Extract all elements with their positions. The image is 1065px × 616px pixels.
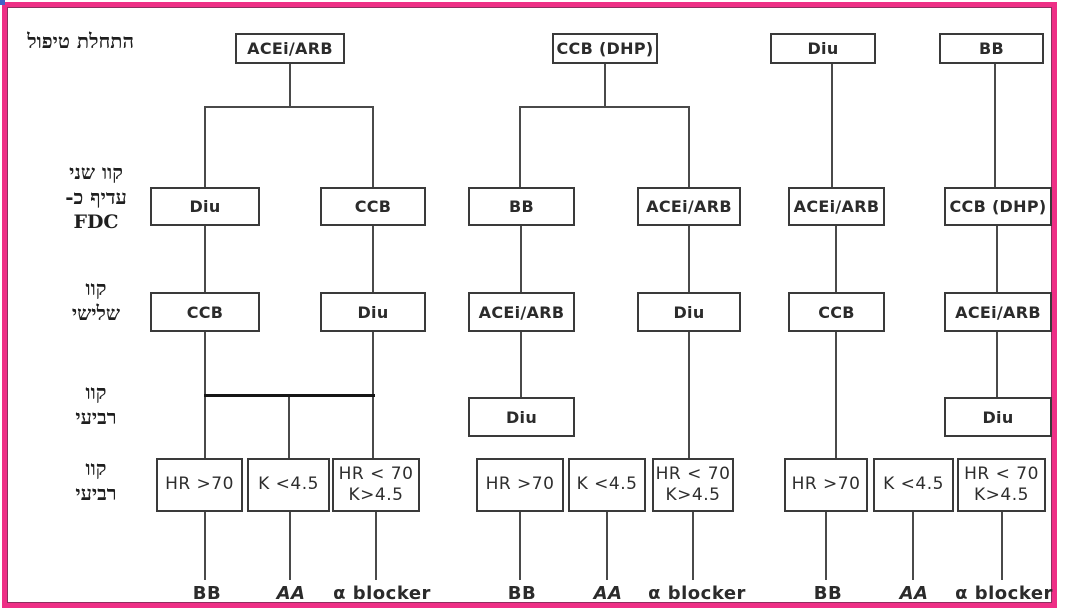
flow-box-col3-second: ACEi/ARB xyxy=(788,187,885,226)
connector xyxy=(372,226,374,292)
connector xyxy=(1001,512,1003,580)
connector xyxy=(835,226,837,292)
row-label-second-line-1: קוו שני xyxy=(69,160,123,184)
pink-frame-border xyxy=(2,2,1057,608)
outcome-bb-g3: BB xyxy=(813,583,843,604)
connector xyxy=(204,512,206,580)
connector xyxy=(375,512,377,580)
flow-box-col3-start: Diu xyxy=(770,33,876,64)
connector xyxy=(204,106,206,187)
connector xyxy=(831,64,833,187)
flow-box-col1-second-left: Diu xyxy=(150,187,260,226)
connector xyxy=(606,512,608,580)
connector xyxy=(688,106,690,187)
outcome-alpha-blocker-g1: α blocker xyxy=(333,583,431,604)
criteria-box-k-low-g3: K <4.5 xyxy=(873,458,954,512)
row-label-third-line: קוו שלישי xyxy=(71,276,121,325)
connector xyxy=(204,106,374,108)
connector xyxy=(994,64,996,187)
connector xyxy=(372,106,374,187)
flow-box-col2-fourth: Diu xyxy=(468,397,575,437)
row-label-fourth-line: קוו רביעי xyxy=(75,380,117,429)
criteria-box-k-low-g1: K <4.5 xyxy=(247,458,330,512)
connector xyxy=(204,397,206,458)
connector xyxy=(519,106,521,187)
criteria-box-hr-high-g1: HR >70 xyxy=(156,458,243,512)
flow-box-col3-third: CCB xyxy=(788,292,885,332)
connector xyxy=(372,332,374,394)
row-label-second-line: קוו שני עדיף כ- FDC xyxy=(55,160,137,235)
criteria-box-hr-high-g2: HR >70 xyxy=(476,458,564,512)
flow-box-col2-second-left: BB xyxy=(468,187,575,226)
connector xyxy=(692,512,694,580)
connector xyxy=(520,332,522,397)
row-label-fifth-line: קוו רביעי xyxy=(75,456,117,505)
connector xyxy=(604,64,606,107)
connector xyxy=(372,397,374,458)
connector xyxy=(688,226,690,292)
flow-box-col1-third-left: CCB xyxy=(150,292,260,332)
flow-box-col4-second: CCB (DHP) xyxy=(944,187,1052,226)
connector xyxy=(996,226,998,292)
connector xyxy=(204,332,206,394)
row-label-second-line-3: FDC xyxy=(73,211,119,233)
flow-box-col2-third-right: Diu xyxy=(637,292,741,332)
connector xyxy=(912,512,914,580)
connector xyxy=(996,332,998,397)
outcome-aa-g1: AA xyxy=(276,583,306,604)
criteria-box-k-low-g2: K <4.5 xyxy=(568,458,646,512)
outcome-aa-g3: AA xyxy=(899,583,929,604)
row-label-second-line-2: עדיף כ- xyxy=(65,185,127,209)
outcome-aa-g2: AA xyxy=(593,583,623,604)
connector xyxy=(825,512,827,580)
outcome-alpha-blocker-g3: α blocker xyxy=(955,583,1053,604)
flow-box-col1-third-right: Diu xyxy=(320,292,426,332)
outcome-alpha-blocker-g2: α blocker xyxy=(648,583,746,604)
merge-bar xyxy=(204,394,375,397)
connector xyxy=(204,226,206,292)
flow-box-col4-start: BB xyxy=(939,33,1044,64)
connector xyxy=(288,397,290,458)
outcome-bb-g2: BB xyxy=(507,583,537,604)
outcome-bb-g1: BB xyxy=(192,583,222,604)
connector xyxy=(519,106,690,108)
corner-artifact xyxy=(0,0,5,5)
criteria-box-hr-low-k-high-g2: HR < 70 K>4.5 xyxy=(652,458,734,512)
connector xyxy=(520,226,522,292)
connector xyxy=(519,512,521,580)
flow-box-col2-third-left: ACEi/ARB xyxy=(468,292,575,332)
connector xyxy=(289,512,291,580)
flow-box-col4-fourth: Diu xyxy=(944,397,1052,437)
connector xyxy=(688,332,690,458)
flow-box-col2-second-right: ACEi/ARB xyxy=(637,187,741,226)
flow-box-col1-second-right: CCB xyxy=(320,187,426,226)
connector xyxy=(289,64,291,107)
connector xyxy=(835,332,837,458)
criteria-box-hr-low-k-high-g1: HR < 70 K>4.5 xyxy=(332,458,420,512)
row-label-start: התחלת טיפול xyxy=(27,29,134,53)
flow-box-col1-start: ACEi/ARB xyxy=(235,33,345,64)
flow-box-col2-start: CCB (DHP) xyxy=(552,33,658,64)
flow-box-col4-third: ACEi/ARB xyxy=(944,292,1052,332)
criteria-box-hr-low-k-high-g3: HR < 70 K>4.5 xyxy=(957,458,1046,512)
criteria-box-hr-high-g3: HR >70 xyxy=(784,458,868,512)
